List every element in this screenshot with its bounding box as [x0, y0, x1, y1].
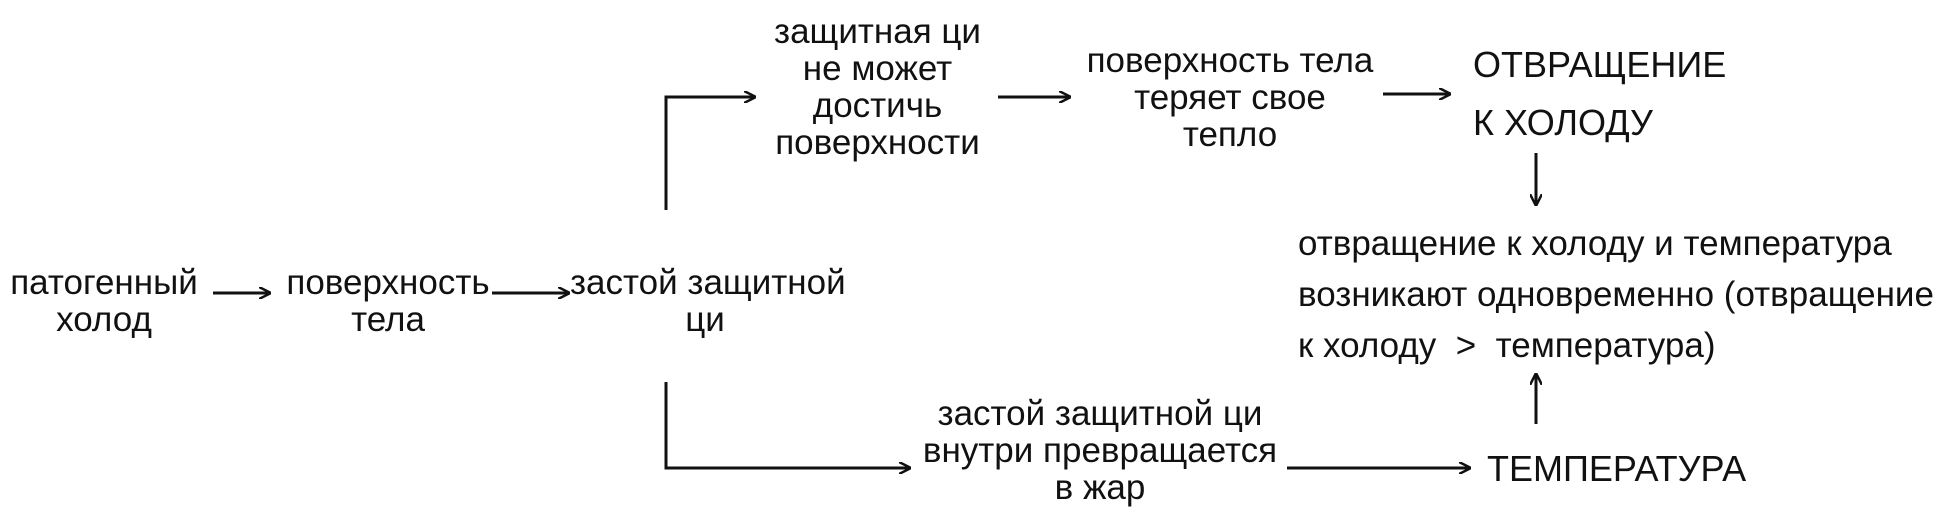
node-stagnation: застой защитной ци — [570, 263, 846, 339]
node-qi-cannot-reach: защитная ци не может достичь поверхности — [774, 12, 981, 162]
arrow-stagnation-to-turns-to-heat — [664, 382, 910, 468]
node-pathogenic-cold: патогенный холод — [10, 263, 198, 339]
arrow-stagnation-to-qi-cannot-reach — [664, 97, 755, 210]
node-fever: ТЕМПЕРАТУРА — [1487, 448, 1747, 489]
node-surface-loses-heat: поверхность тела теряет свое тепло — [1086, 41, 1374, 154]
node-body-surface: поверхность тела — [286, 263, 490, 339]
node-simultaneous: отвращение к холоду и температура возник… — [1298, 224, 1934, 365]
node-aversion-to-cold: ОТВРАЩЕНИЕ К ХОЛОДУ — [1473, 44, 1727, 143]
node-turns-to-heat: застой защитной ци внутри превращается в… — [922, 394, 1278, 507]
